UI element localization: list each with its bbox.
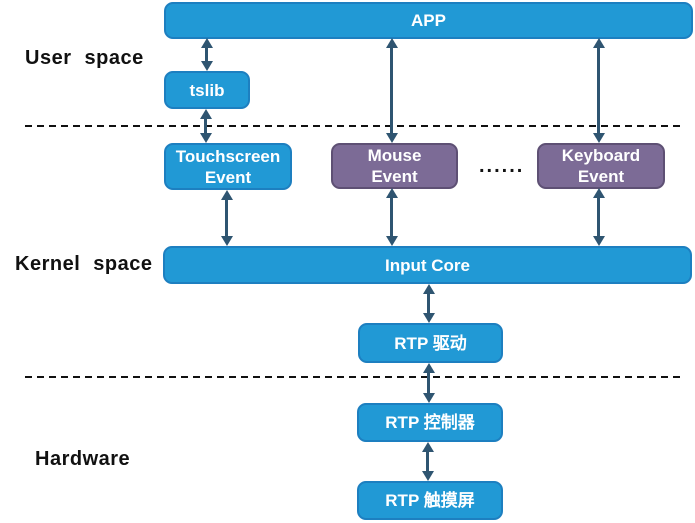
rtp-controller-label: RTP 控制器 <box>385 413 475 432</box>
arrow-app-mouse-event <box>390 47 393 134</box>
arrow-keyboard-event-input-core <box>597 197 600 237</box>
touchscreen-event-label-line2: Event <box>204 167 252 187</box>
arrow-app-keyboard-event <box>597 47 600 134</box>
arrow-mouse-event-input-core <box>390 197 393 237</box>
user-kernel-divider <box>25 125 683 127</box>
mouse-event-label-line1: Mouse <box>367 146 422 165</box>
mouse-event-label-line2: Event <box>371 167 418 186</box>
keyboard-event-label-line2: Event <box>577 167 625 186</box>
keyboard-event-box: Keyboard Event <box>537 143 665 189</box>
kernel-hardware-divider <box>25 376 683 378</box>
app-box: APP <box>164 2 693 39</box>
arrow-input-core-rtp-driver <box>427 293 430 314</box>
kernel-space-label: Kernel space <box>15 253 153 275</box>
tslib-box: tslib <box>164 71 250 109</box>
user-space-label: User space <box>25 47 144 69</box>
arrow-tslib-touchscreen-event <box>204 118 207 134</box>
arrow-touchscreen-event-input-core <box>225 199 228 237</box>
more-events-ellipsis: ...... <box>479 155 525 177</box>
rtp-controller-box: RTP 控制器 <box>357 403 503 442</box>
app-label: APP <box>411 11 446 30</box>
arrow-rtp-driver-rtp-controller <box>427 372 430 394</box>
input-core-box: Input Core <box>163 246 692 284</box>
hardware-label: Hardware <box>35 448 131 470</box>
tslib-label: tslib <box>189 80 225 100</box>
touchscreen-event-label-line1: Touchscreen <box>175 146 281 166</box>
mouse-event-box: Mouse Event <box>331 143 458 189</box>
keyboard-event-label-line1: Keyboard <box>561 146 641 165</box>
rtp-driver-box: RTP 驱动 <box>358 323 503 363</box>
arrow-rtp-controller-rtp-touchscreen <box>426 451 429 472</box>
rtp-touchscreen-box: RTP 触摸屏 <box>357 481 503 520</box>
input-core-label: Input Core <box>385 255 470 275</box>
rtp-driver-label: RTP 驱动 <box>394 333 467 353</box>
arrow-app-tslib <box>205 47 208 62</box>
touchscreen-event-box: Touchscreen Event <box>164 143 292 190</box>
rtp-touchscreen-label: RTP 触摸屏 <box>385 491 475 510</box>
